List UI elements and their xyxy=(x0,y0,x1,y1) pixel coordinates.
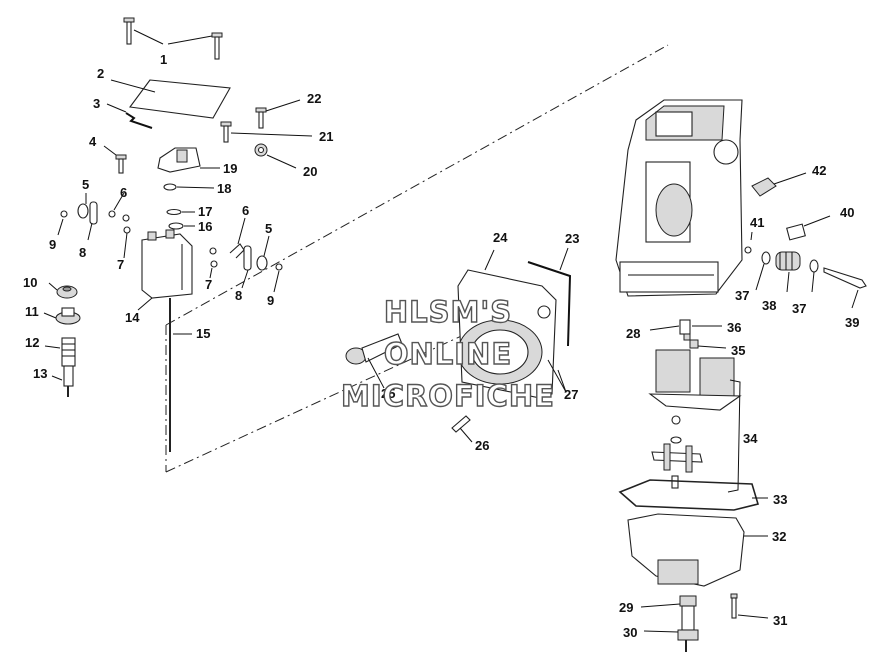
callout-27: 27 xyxy=(564,387,578,402)
part-wire-3 xyxy=(106,103,153,129)
callout-9-right: 9 xyxy=(267,293,274,308)
callout-26: 26 xyxy=(475,438,489,453)
callout-34: 34 xyxy=(743,431,758,446)
part-nut-20 xyxy=(254,143,297,169)
callout-18: 18 xyxy=(217,181,231,196)
callout-19: 19 xyxy=(223,161,237,176)
callout-9: 9 xyxy=(49,237,56,252)
callout-37-right: 37 xyxy=(792,301,806,316)
callout-15: 15 xyxy=(196,326,210,341)
callout-41: 41 xyxy=(750,215,764,230)
part-right-clips-5-9 xyxy=(209,217,283,293)
callout-23: 23 xyxy=(565,231,579,246)
part-screw-25 xyxy=(345,333,403,389)
callout-7-right: 7 xyxy=(205,277,212,292)
callout-21: 21 xyxy=(319,129,333,144)
part-clip-18 xyxy=(163,183,215,191)
part-slide-14 xyxy=(137,229,193,311)
part-fittings-28-35-36 xyxy=(649,319,727,349)
part-screws-1 xyxy=(123,17,223,60)
part-jet-stack-10-13 xyxy=(43,282,81,397)
watermark-line-3: MICROFICHE xyxy=(341,379,555,413)
callout-1: 1 xyxy=(160,52,167,67)
watermark-line-1: HLSM'S xyxy=(384,295,512,329)
part-screw-31 xyxy=(730,593,769,619)
callout-labels: 1 2 3 4 5 6 7 8 9 10 11 12 13 14 15 16 1… xyxy=(23,52,859,640)
callout-6-right: 6 xyxy=(242,203,249,218)
part-cover-plate-2 xyxy=(110,79,231,119)
part-cover-24 xyxy=(457,249,557,399)
part-needle-15 xyxy=(169,298,192,452)
part-bracket-19 xyxy=(157,147,220,173)
part-carb-body xyxy=(615,99,743,297)
callout-25: 25 xyxy=(381,386,395,401)
part-pin-41 xyxy=(744,231,753,254)
part-pin-26 xyxy=(451,415,473,443)
callout-29: 29 xyxy=(619,600,633,615)
callout-8: 8 xyxy=(79,245,86,260)
callout-5-right: 5 xyxy=(265,221,272,236)
part-bowl-32 xyxy=(627,513,768,587)
callout-3: 3 xyxy=(93,96,100,111)
callout-22: 22 xyxy=(307,91,321,106)
callout-16: 16 xyxy=(198,219,212,234)
part-float-34 xyxy=(648,349,742,493)
part-pilot-screw-37-39 xyxy=(755,251,867,309)
part-drain-29-30 xyxy=(640,595,699,652)
callout-20: 20 xyxy=(303,164,317,179)
callout-37: 37 xyxy=(735,288,749,303)
part-bolts-27 xyxy=(547,359,567,393)
callout-36: 36 xyxy=(727,320,741,335)
callout-4: 4 xyxy=(89,134,97,149)
callout-24: 24 xyxy=(493,230,508,245)
callout-17: 17 xyxy=(198,204,212,219)
callout-10: 10 xyxy=(23,275,37,290)
part-rings-16-17 xyxy=(166,208,195,230)
callout-32: 32 xyxy=(772,529,786,544)
watermark: HLSM'S ONLINE MICROFICHE xyxy=(340,294,555,413)
callout-31: 31 xyxy=(773,613,787,628)
part-left-clips-5-9 xyxy=(57,192,131,259)
part-screw-4 xyxy=(103,145,127,174)
callout-42: 42 xyxy=(812,163,826,178)
part-screws-21-22 xyxy=(220,99,313,143)
part-screw-42 xyxy=(751,172,807,197)
part-cap-40 xyxy=(786,215,831,241)
callout-7: 7 xyxy=(117,257,124,272)
part-gasket-33 xyxy=(618,479,768,511)
callout-33: 33 xyxy=(773,492,787,507)
callout-14: 14 xyxy=(125,310,140,325)
callout-39: 39 xyxy=(845,315,859,330)
assembly-boundary xyxy=(165,44,669,473)
part-needle-seat xyxy=(651,436,703,489)
callout-2: 2 xyxy=(97,66,104,81)
callout-28: 28 xyxy=(626,326,640,341)
callout-38: 38 xyxy=(762,298,776,313)
callout-13: 13 xyxy=(33,366,47,381)
part-gasket-23 xyxy=(527,247,572,347)
callout-8-right: 8 xyxy=(235,288,242,303)
callout-35: 35 xyxy=(731,343,745,358)
callout-30: 30 xyxy=(623,625,637,640)
callout-5: 5 xyxy=(82,177,89,192)
callout-11: 11 xyxy=(25,304,39,319)
callout-40: 40 xyxy=(840,205,854,220)
watermark-line-2: ONLINE xyxy=(384,337,512,371)
callout-12: 12 xyxy=(25,335,39,350)
callout-6: 6 xyxy=(120,185,127,200)
